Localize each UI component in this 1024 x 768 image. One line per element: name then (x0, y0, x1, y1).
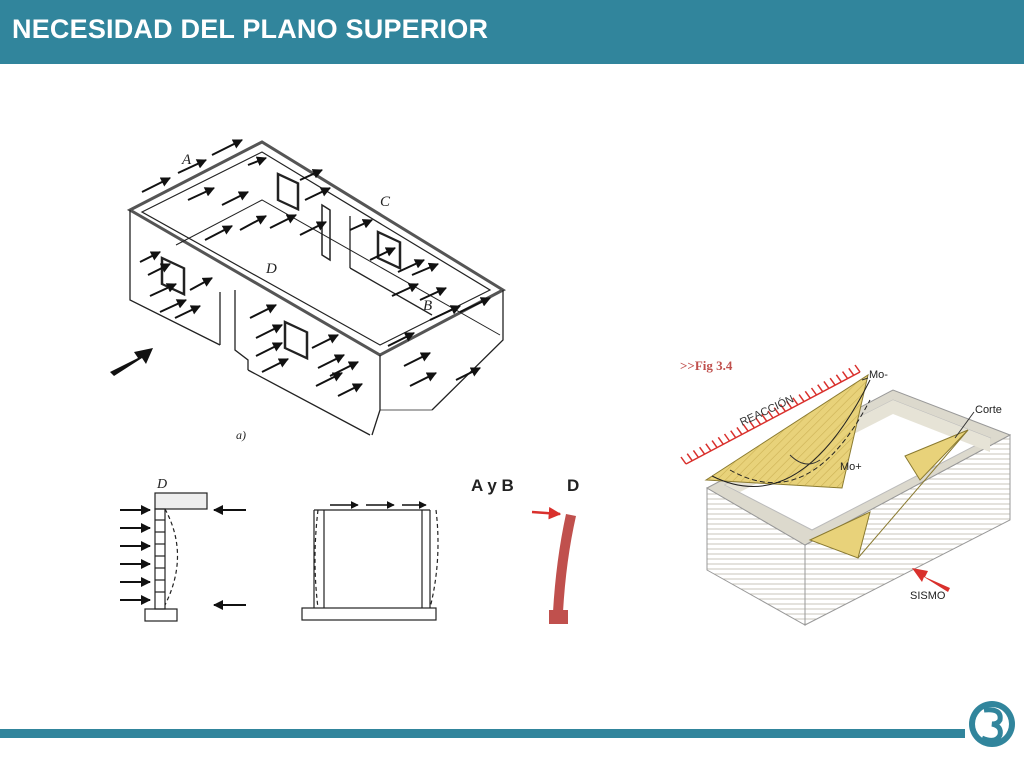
reaction-tick (686, 453, 693, 462)
reaction-tick (717, 436, 724, 445)
reaction-tick (736, 426, 743, 435)
reaction-tick (680, 456, 687, 465)
cantilever-column (531, 506, 576, 624)
label-b: B (423, 298, 432, 314)
footer-bar (0, 729, 965, 738)
reaction-tick (798, 394, 805, 403)
reaction-tick (767, 410, 774, 419)
reaction-tick (841, 371, 849, 380)
corte-label: Corte (975, 404, 1002, 416)
mo-minus-label: Mo- (869, 369, 888, 381)
reaction-tick (848, 367, 855, 376)
reaction-tick (786, 400, 793, 409)
label-a-y-b: A y B (471, 476, 514, 495)
reaction-tick (761, 413, 768, 422)
mo-plus-label: Mo+ (840, 461, 862, 473)
reaction-tick (804, 390, 811, 399)
reaction-ticks (680, 364, 861, 465)
reaction-tick (711, 440, 718, 449)
reaction-tick (692, 449, 700, 458)
reaction-tick (742, 423, 749, 432)
reaction-tick (779, 403, 787, 412)
reaction-tick (817, 384, 824, 393)
reaction-tick (748, 420, 755, 429)
load-arrow-red (531, 506, 562, 520)
reaction-tick (829, 377, 836, 386)
label-a: A (181, 152, 192, 168)
reaction-tick (823, 380, 830, 389)
wall-section-d (144, 492, 208, 622)
fig34-box (685, 371, 1012, 626)
reaction-tick (854, 364, 861, 373)
reaction-tick (810, 387, 818, 396)
isometric-house (126, 140, 507, 436)
sismo-label: SISMO (910, 590, 946, 602)
label-d: D (265, 261, 277, 277)
reaction-tick (699, 446, 706, 455)
wall-d-label: D (156, 477, 167, 492)
header-bar: NECESIDAD DEL PLANO SUPERIOR (0, 0, 1024, 64)
fig34-title: >>Fig 3.4 (680, 358, 733, 373)
reaction-tick (792, 397, 799, 406)
wall-d-arrows (120, 505, 246, 610)
main-load-arrow (110, 348, 153, 376)
page-title: NECESIDAD DEL PLANO SUPERIOR (12, 14, 489, 44)
reaction-tick (754, 417, 762, 426)
reaction-tick (730, 430, 737, 439)
reaction-tick (705, 443, 712, 452)
reaction-tick (835, 374, 842, 383)
figure-caption: a) (236, 428, 246, 442)
wind-arrows (139, 139, 491, 397)
sismo-arrow (912, 568, 950, 592)
label-column-d: D (567, 476, 580, 495)
mo-minus-leader (861, 377, 869, 381)
corte-leader (954, 411, 975, 439)
company-logo (969, 701, 1015, 747)
reaction-tick (773, 407, 780, 416)
reaction-tick (723, 433, 731, 442)
label-c: C (380, 194, 391, 210)
wall-section-ab (301, 509, 439, 621)
